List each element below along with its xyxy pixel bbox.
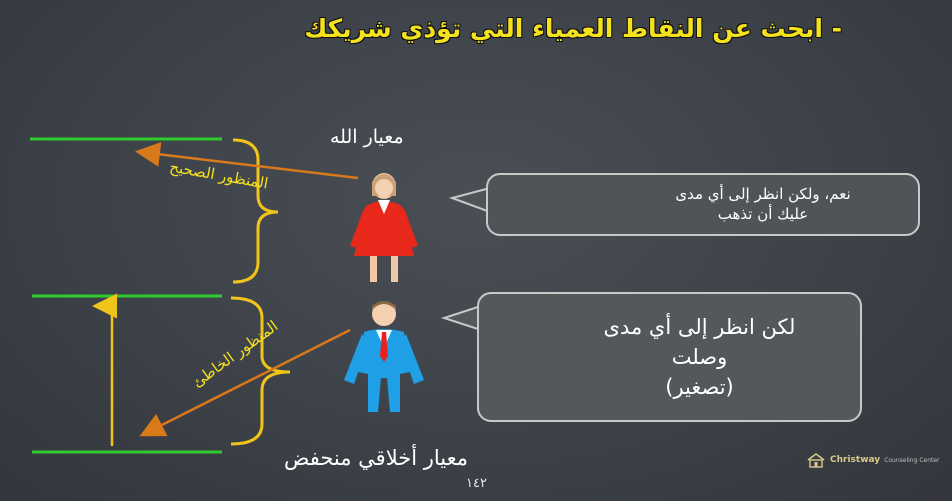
bubble-man-line3: (تصغير): [665, 375, 734, 399]
bubble-woman-line1: نعم، ولكن انظر إلى أي مدى: [675, 185, 851, 203]
christway-logo: Christway Counseling Center: [806, 452, 940, 468]
bubble-woman-line2: عليك أن تذهب: [717, 205, 809, 223]
speech-bubble-man: لكن انظر إلى أي مدى وصلت (تصغير): [477, 292, 862, 422]
slide-title: - ابحث عن النقاط العمياء التي تؤذي شريكك: [304, 14, 842, 43]
bubble-man-line1: لكن انظر إلى أي مدى: [603, 315, 796, 339]
wrong-view-label: المنظور الخاطئ: [189, 317, 282, 391]
man-figure-icon: [344, 301, 424, 412]
wrong-view-arrow: [139, 328, 351, 437]
correct-view-arrow: [135, 141, 359, 180]
bubble-man-tail: [440, 304, 482, 332]
brace-top: [232, 138, 279, 284]
brace-bottom: [230, 296, 291, 446]
page-number: ١٤٢: [466, 476, 487, 491]
logo-name: Christway: [830, 455, 881, 465]
correct-view-label: المنظور الصحيح: [168, 158, 269, 193]
bubble-woman-tail: [448, 186, 491, 214]
low-standard-label: معيار أخلاقي منحفض: [284, 446, 468, 470]
woman-figure-icon: [350, 173, 418, 282]
logo-sub: Counseling Center: [884, 456, 940, 464]
house-logo-icon: [807, 453, 825, 468]
speech-bubble-woman: نعم، ولكن انظر إلى أي مدى عليك أن تذهب: [486, 173, 920, 236]
god-standard-label: معيار الله: [330, 126, 404, 148]
bubble-man-line2: وصلت: [671, 345, 728, 369]
